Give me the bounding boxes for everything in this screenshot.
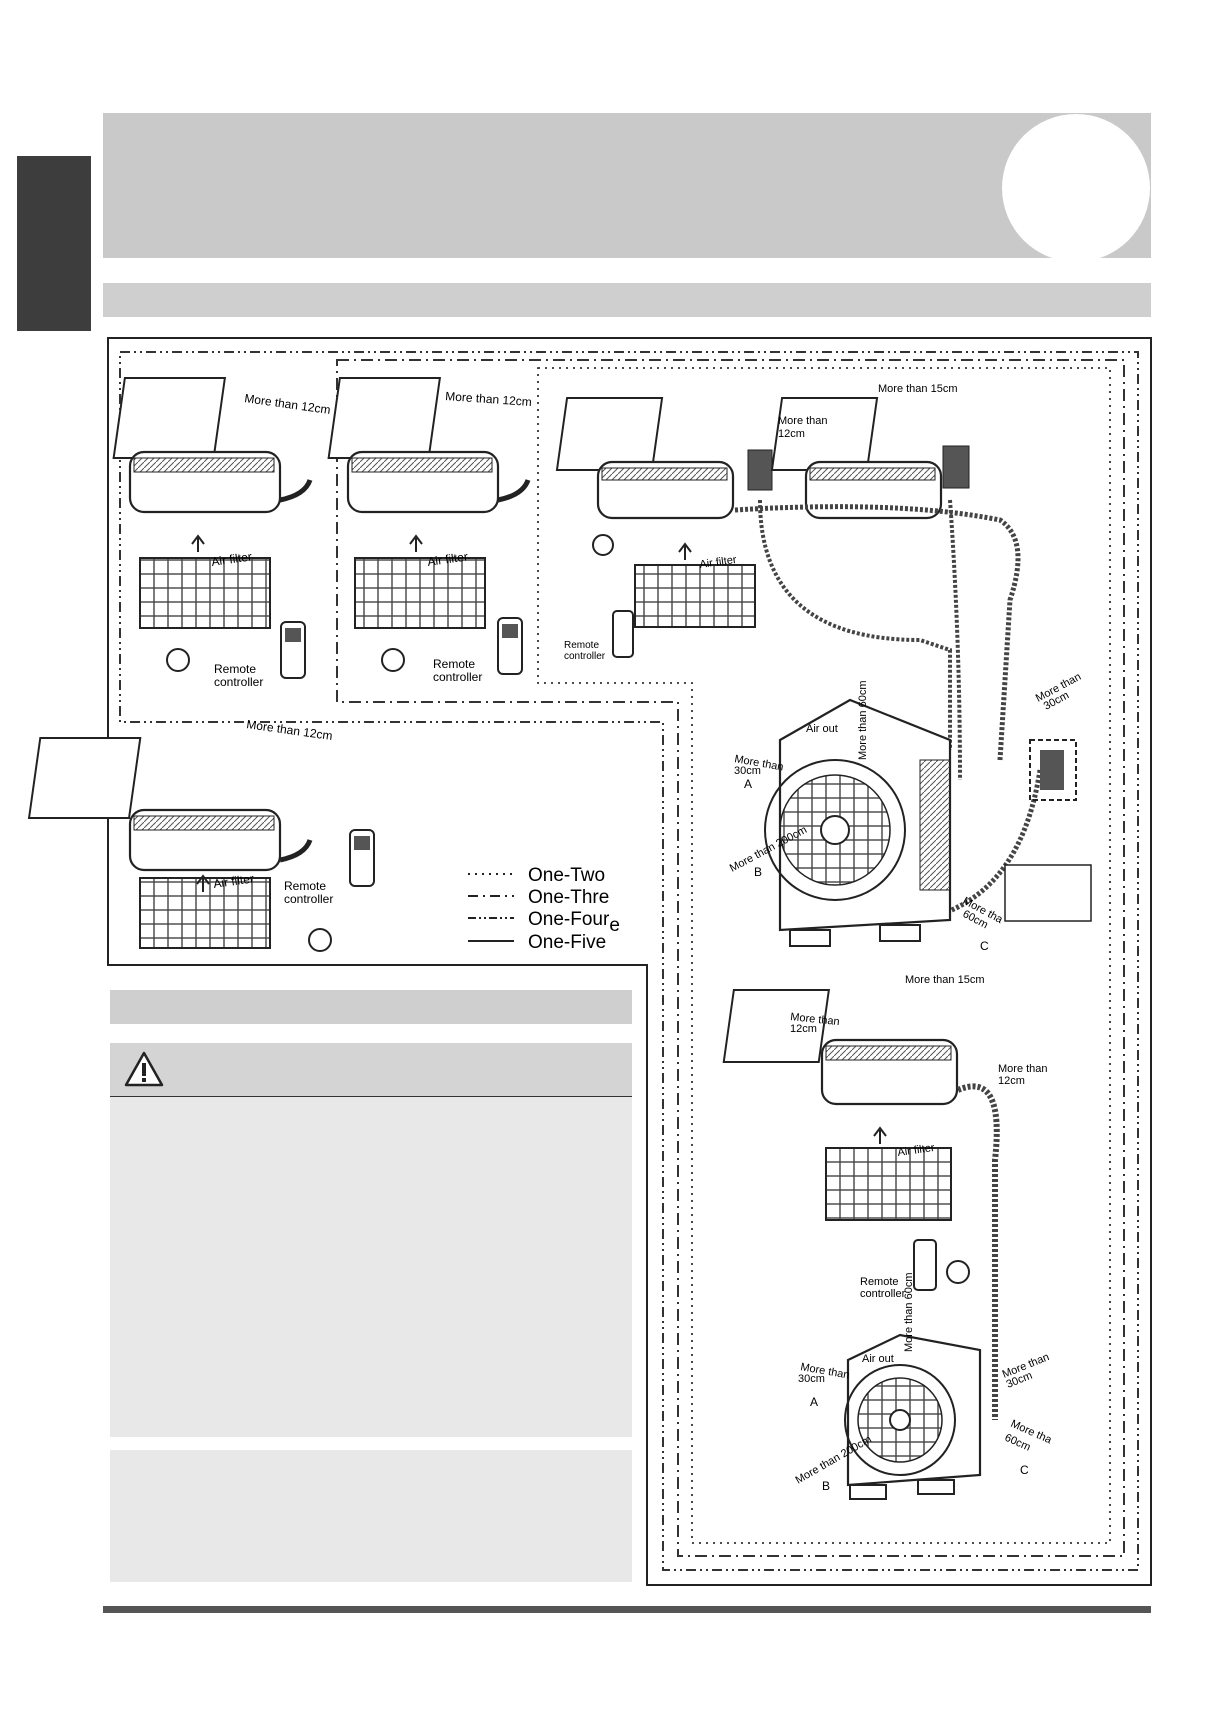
legend-label-one-three: One-Thre [528,887,609,908]
warning-icon [124,1051,164,1087]
clearance-a: A [744,777,752,791]
caution-header [110,1043,632,1098]
clearance-c: C [980,939,989,953]
remote-controller-label: Remote [214,662,256,676]
remote-controller-label: controller [214,675,263,689]
remote-controller-label: Remote [284,879,326,893]
outdoor-unit-upper [764,698,952,947]
indoor-unit-2 [327,377,531,675]
spacing-label: More than 15cm [878,383,957,395]
legend-label-one-four: One-Foure [528,909,620,936]
spacing-label: More than 60cm [903,1273,915,1352]
spacing-label: More than 15cm [905,974,984,986]
remote-controller-label: Remote [564,640,599,651]
spacing-label: 12cm [790,1023,817,1035]
spacing-label: More than [778,415,828,427]
indoor-unit-5 [27,737,375,952]
chapter-tab [17,156,91,331]
clearance-b: B [754,865,762,879]
spacing-label: More than 12cm [244,391,332,417]
remote-controller-label: controller [564,651,606,662]
air-filter-label: Air filter [210,549,252,569]
caution-body [110,1097,632,1437]
remote-controller-label: controller [284,892,333,906]
remote-controller-label: Remote [433,657,475,671]
indoor-unit-1 [112,377,313,679]
footer-rule [103,1606,1151,1613]
spacing-label: More than 12cm [445,389,532,409]
clearance-a: A [810,1395,818,1409]
remote-controller-label: controller [860,1288,906,1300]
outdoor-unit-lower [844,1333,982,1500]
notes-title-band [110,990,632,1024]
indoor-unit-lower [722,989,970,1291]
air-filter-label: Air filter [212,871,254,891]
air-out-label: Air out [806,723,838,735]
spacing-label: 30cm [734,765,761,777]
section-title-band [103,283,1151,317]
header-band [103,113,1151,258]
spacing-label: More than [790,1011,841,1028]
air-out-label: Air out [862,1353,894,1365]
air-filter-label: Air filter [897,1142,936,1159]
legend-label-one-two: One-Two [528,865,605,886]
indoor-unit-4 [770,397,970,520]
note-box [110,1450,632,1582]
clearance-c: C [1020,1463,1029,1477]
air-filter-label: Air filter [699,554,738,571]
spacing-label: More than [998,1063,1048,1075]
clearance-b: B [822,1479,830,1493]
spacing-label: 12cm [998,1075,1025,1087]
legend-label-one-five: One-Five [528,932,606,953]
spacing-label: 12cm [778,428,805,440]
spacing-label: 30cm [798,1373,825,1385]
spacing-label: More than 60cm [857,681,869,760]
indoor-unit-3 [555,397,773,658]
header-circle [1002,114,1150,262]
remote-controller-label: controller [433,670,482,684]
air-filter-label: Air filter [426,549,468,569]
spacing-label: More than 12cm [246,717,334,743]
remote-controller-label: Remote [860,1276,899,1288]
